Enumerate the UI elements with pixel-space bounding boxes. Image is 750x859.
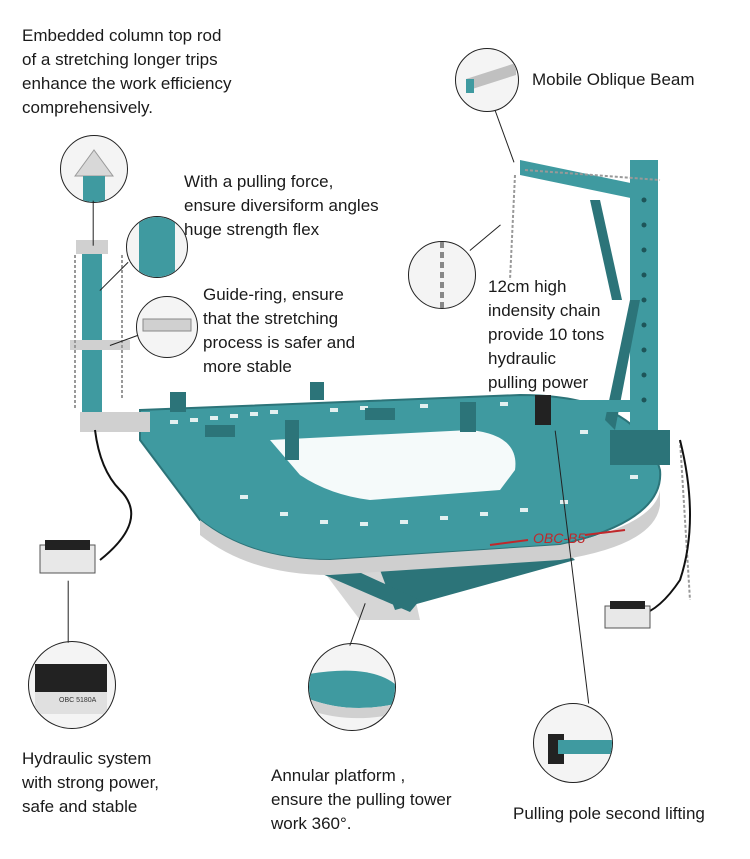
right-pump-top — [610, 601, 645, 609]
column-sleeve-detail-circle — [126, 216, 188, 278]
model-tag: OBC-B5 — [533, 530, 585, 546]
label-pulling-force: With a pulling force, ensure diversiform… — [184, 172, 379, 239]
right-hose — [639, 439, 691, 616]
label-hydraulic: Hydraulic system with strong power, safe… — [22, 749, 160, 816]
oblique-beam-detail-circle — [455, 48, 519, 112]
tower-base — [610, 430, 670, 465]
label-oblique-beam: Mobile Oblique Beam — [532, 70, 695, 89]
leader-line-pump — [67, 580, 69, 643]
platform-clamps — [170, 382, 476, 460]
left-column-guide — [70, 340, 130, 350]
model-tag-line-right — [584, 529, 626, 536]
pole-lifting-detail-circle — [533, 703, 613, 783]
chain-detail-circle — [408, 241, 476, 309]
left-column-base — [80, 412, 150, 432]
tower-beam-strut — [590, 200, 622, 300]
tower-pulling-arm — [545, 400, 635, 412]
pump-detail-circle: OBC 5180A — [28, 641, 116, 729]
left-column-chain — [74, 255, 123, 410]
tower-holes — [641, 197, 647, 403]
pump-tag: OBC 5180A — [59, 697, 97, 704]
tower-pulling-head — [535, 395, 551, 425]
left-column-cap — [76, 240, 108, 254]
platform-center-cutout — [270, 430, 516, 500]
platform-skirt — [200, 490, 660, 575]
label-pole-lifting: Pulling pole second lifting — [513, 804, 705, 823]
column-top-detail-circle — [60, 135, 128, 203]
label-column-rod: Embedded column top rod of a stretching … — [22, 26, 232, 117]
tower-chain-down — [679, 439, 691, 601]
tower-brace — [605, 300, 640, 430]
label-chain: 12cm high indensity chain provide 10 ton… — [488, 277, 605, 392]
label-annular: Annular platform , ensure the pulling to… — [271, 766, 452, 833]
model-tag-line-left — [489, 539, 529, 546]
tower-top-chain — [524, 169, 661, 181]
tower-hanging-chain — [509, 174, 516, 281]
left-hose — [94, 429, 133, 561]
annular-detail-circle — [308, 643, 396, 731]
tower-oblique-beam — [520, 160, 640, 200]
leader-line-column-top — [92, 200, 94, 246]
right-pump — [604, 605, 651, 629]
guide-ring-detail-circle — [136, 296, 198, 358]
left-pump-top — [45, 540, 90, 550]
label-guide-ring: Guide-ring, ensure that the stretching p… — [203, 285, 356, 376]
